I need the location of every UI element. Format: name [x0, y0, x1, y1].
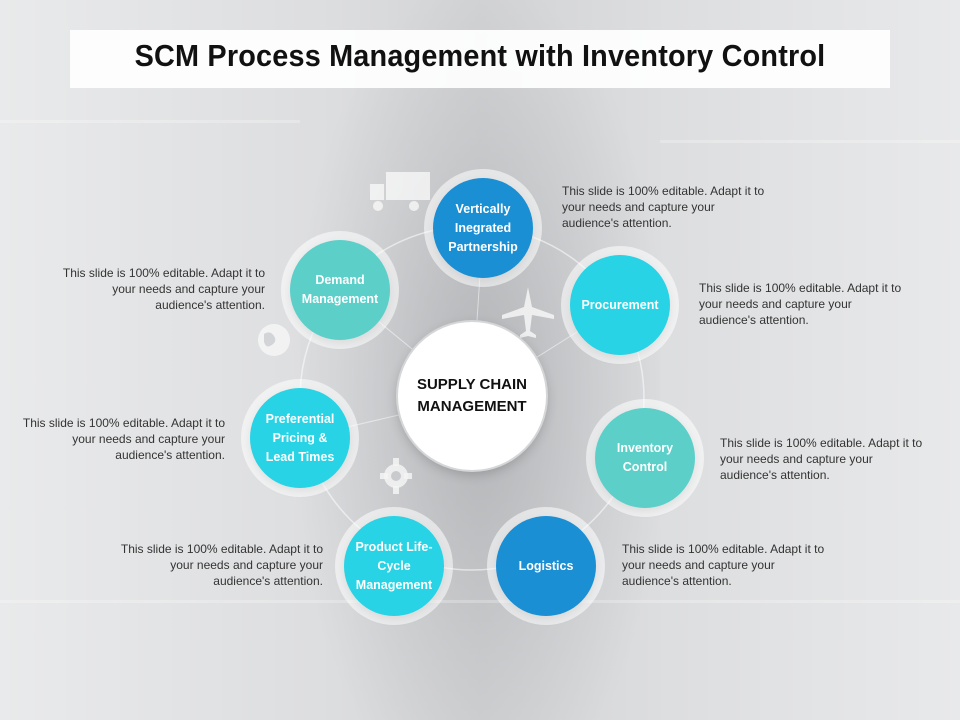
- node-label: Product Life-Cycle Management: [355, 539, 433, 592]
- node-inventory-control: Inventory Control: [595, 408, 695, 508]
- gear-icon: [378, 454, 414, 503]
- title-bar: [70, 30, 890, 88]
- page-title: SCM Process Management with Inventory Co…: [134, 38, 826, 73]
- node-label: Vertically Inegrated Partnership: [448, 201, 518, 254]
- airplane-icon: [500, 285, 556, 346]
- node-procurement: Procurement: [570, 255, 670, 355]
- background-shelf: [0, 120, 300, 123]
- description-pricing: This slide is 100% editable. Adapt it to…: [22, 416, 225, 462]
- node-preferential-pricing: Preferential Pricing & Lead Times: [250, 388, 350, 488]
- node-vertically-integrated-partnership: Vertically Inegrated Partnership: [433, 178, 533, 278]
- background-shelf: [660, 140, 960, 143]
- node-demand-management: Demand Management: [290, 240, 390, 340]
- truck-icon: [368, 170, 432, 219]
- description-inventory: This slide is 100% editable. Adapt it to…: [720, 436, 923, 482]
- node-label: Demand Management: [301, 273, 379, 306]
- node-logistics: Logistics: [496, 516, 596, 616]
- node-label: Logistics: [518, 558, 574, 573]
- description-demand: This slide is 100% editable. Adapt it to…: [62, 266, 265, 312]
- center-node: SUPPLY CHAIN MANAGEMENT: [398, 322, 546, 470]
- description-vertically: This slide is 100% editable. Adapt it to…: [562, 184, 765, 230]
- node-label: Preferential Pricing & Lead Times: [265, 411, 335, 464]
- description-product: This slide is 100% editable. Adapt it to…: [120, 542, 323, 588]
- globe-icon: [256, 322, 292, 363]
- description-procurement: This slide is 100% editable. Adapt it to…: [699, 281, 902, 327]
- description-logistics: This slide is 100% editable. Adapt it to…: [622, 542, 825, 588]
- center-label-line2: MANAGEMENT: [417, 398, 527, 415]
- node-label: Inventory Control: [616, 441, 674, 474]
- node-product-life-cycle-management: Product Life-Cycle Management: [344, 516, 444, 616]
- center-label-line1: SUPPLY CHAIN: [416, 376, 528, 393]
- background-shelf: [0, 600, 960, 603]
- node-label: Procurement: [581, 297, 659, 312]
